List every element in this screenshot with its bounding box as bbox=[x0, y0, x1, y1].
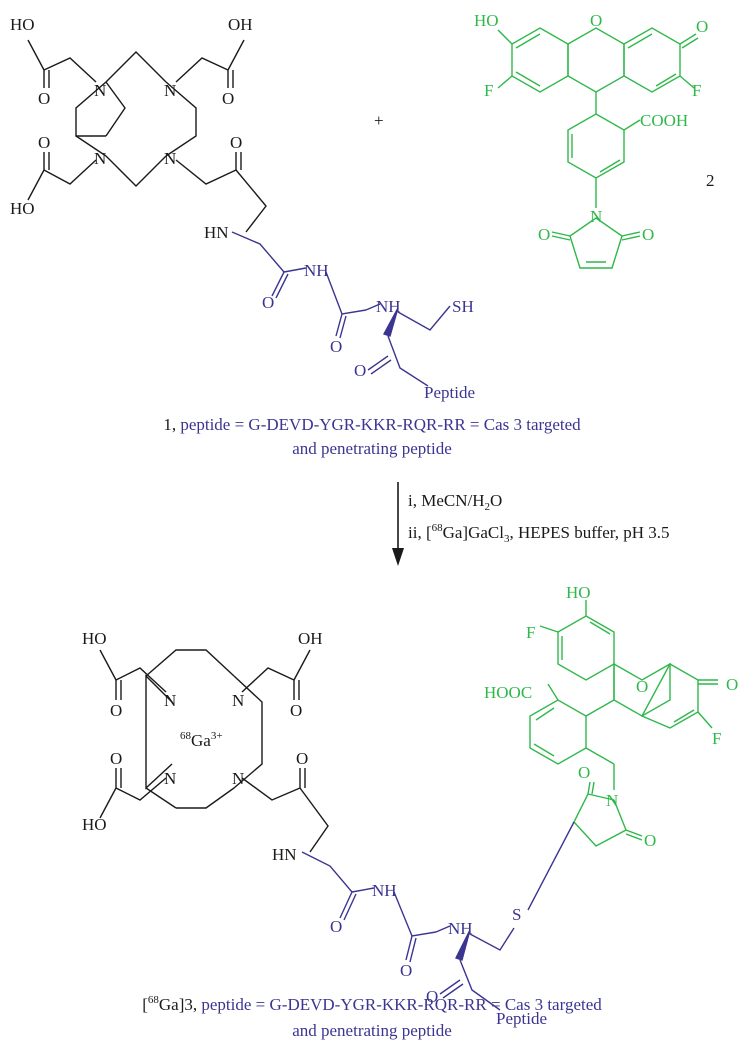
fluorine-label: F bbox=[526, 623, 535, 642]
gallium-ion-label: 68Ga3+ bbox=[180, 730, 223, 750]
product-linker-labels: O NH O NH S O Peptide bbox=[330, 881, 547, 1028]
imide-oxygen-label: O bbox=[538, 225, 550, 244]
hydroxyl-label: HO bbox=[82, 629, 107, 648]
carbonyl-oxygen-label: O bbox=[330, 917, 342, 936]
nitrogen-label: N bbox=[94, 81, 106, 100]
reactant-2-fluorescein-maleimide bbox=[497, 27, 699, 269]
hydroxyl-label: HO bbox=[82, 815, 107, 834]
nitrogen-label: N bbox=[164, 691, 176, 710]
carbonyl-oxygen-label: O bbox=[230, 133, 242, 152]
amide-nh-label: HN bbox=[204, 223, 229, 242]
carboxylic-acid-label: COOH bbox=[640, 111, 688, 130]
nitrogen-label: N bbox=[164, 81, 176, 100]
keto-oxygen-label: O bbox=[726, 675, 738, 694]
thioether-label: S bbox=[512, 905, 521, 924]
carboxylic-acid-label: HOOC bbox=[484, 683, 532, 702]
nitrogen-label: N bbox=[164, 149, 176, 168]
nitrogen-label: N bbox=[232, 769, 244, 788]
condition-step-2: ii, [68Ga]GaCl3, HEPES buffer, pH 3.5 bbox=[408, 522, 670, 545]
nitrogen-label: N bbox=[164, 769, 176, 788]
thiol-label: SH bbox=[452, 297, 474, 316]
imide-oxygen-label: O bbox=[578, 763, 590, 782]
reactant-1-linker-labels: O NH O NH SH O Peptide bbox=[262, 261, 475, 402]
reactant-1-linker bbox=[231, 231, 451, 387]
carbonyl-oxygen-label: O bbox=[296, 749, 308, 768]
reaction-arrow bbox=[392, 482, 404, 566]
fluorine-label: F bbox=[692, 81, 701, 100]
carbonyl-oxygen-label: O bbox=[354, 361, 366, 380]
reactant-2-labels: HO O O F F COOH N O O bbox=[474, 11, 708, 244]
carbonyl-oxygen-label: O bbox=[262, 293, 274, 312]
carbonyl-oxygen-label: O bbox=[38, 89, 50, 108]
hydroxyl-label: OH bbox=[228, 15, 253, 34]
carbonyl-oxygen-label: O bbox=[110, 701, 122, 720]
reactant-1-dota-labels: HO OH O O N N N N O HO O HN bbox=[10, 15, 253, 242]
carbonyl-oxygen-label: O bbox=[426, 987, 438, 1006]
amide-nh-label: NH bbox=[448, 919, 473, 938]
carbonyl-oxygen-label: O bbox=[290, 701, 302, 720]
imide-oxygen-label: O bbox=[644, 831, 656, 850]
fluorine-label: F bbox=[484, 81, 493, 100]
caption-compound-1-line2: and penetrating peptide bbox=[292, 439, 452, 458]
carbonyl-oxygen-label: O bbox=[38, 133, 50, 152]
peptide-label: Peptide bbox=[424, 383, 475, 402]
product-fluorophore bbox=[527, 600, 718, 911]
product-linker bbox=[301, 851, 515, 1011]
carbonyl-oxygen-label: O bbox=[110, 749, 122, 768]
amide-nh-label: HN bbox=[272, 845, 297, 864]
caption-compound-3: [68Ga]3, peptide = G-DEVD-YGR-KKR-RQR-RR… bbox=[142, 994, 602, 1014]
ring-oxygen-label: O bbox=[590, 11, 602, 30]
hydroxyl-label: HO bbox=[10, 199, 35, 218]
amide-nh-label: NH bbox=[372, 881, 397, 900]
condition-step-1: i, MeCN/H2O bbox=[408, 491, 502, 513]
peptide-label: Peptide bbox=[496, 1009, 547, 1028]
carbonyl-oxygen-label: O bbox=[222, 89, 234, 108]
reactant-1-dota bbox=[27, 39, 267, 233]
amide-nh-label: NH bbox=[304, 261, 329, 280]
hydroxyl-label: HO bbox=[566, 583, 591, 602]
nitrogen-label: N bbox=[94, 149, 106, 168]
imide-nitrogen-label: N bbox=[606, 791, 618, 810]
hydroxyl-label: OH bbox=[298, 629, 323, 648]
keto-oxygen-label: O bbox=[696, 17, 708, 36]
product-dota-complex bbox=[99, 649, 329, 853]
caption-compound-1: 1, peptide = G-DEVD-YGR-KKR-RQR-RR = Cas… bbox=[163, 415, 581, 434]
fluorine-label: F bbox=[712, 729, 721, 748]
hydroxyl-label: HO bbox=[10, 15, 35, 34]
hydroxyl-label: HO bbox=[474, 11, 499, 30]
caption-compound-3-line2: and penetrating peptide bbox=[292, 1021, 452, 1040]
carbonyl-oxygen-label: O bbox=[330, 337, 342, 356]
plus-sign: + bbox=[374, 111, 384, 130]
carbonyl-oxygen-label: O bbox=[400, 961, 412, 980]
product-fluorophore-labels: HO F O HOOC O F N O O bbox=[484, 583, 738, 850]
imide-nitrogen-label: N bbox=[590, 207, 602, 226]
nitrogen-label: N bbox=[232, 691, 244, 710]
imide-oxygen-label: O bbox=[642, 225, 654, 244]
ring-oxygen-label: O bbox=[636, 677, 648, 696]
product-dota-labels: HO OH O O N N N N 68Ga3+ O HO O HN bbox=[82, 629, 323, 864]
compound-number-2: 2 bbox=[706, 171, 715, 190]
amide-nh-label: NH bbox=[376, 297, 401, 316]
